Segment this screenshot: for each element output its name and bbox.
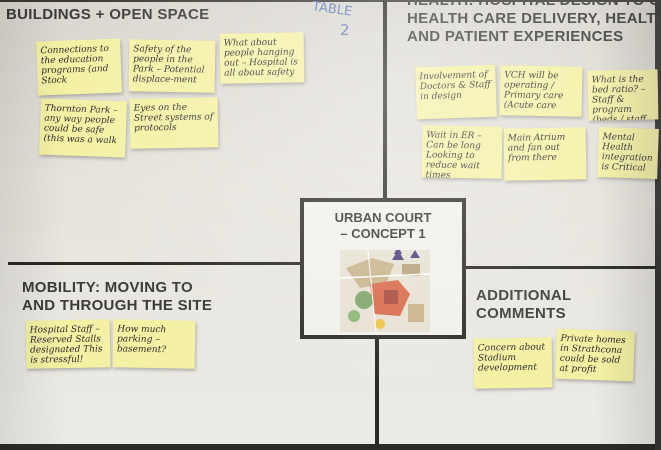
horizontal-divider-right (464, 266, 656, 269)
sticky-note: Mental Health integration is Critical (597, 126, 659, 180)
heading-mobility-line1: MOBILITY: MOVING TO (22, 279, 193, 296)
heading-buildings: BUILDINGS + OPEN SPACE (6, 6, 209, 24)
sticky-note: Eyes on the Street systems of protocols (129, 97, 219, 149)
heading-comments-line1: ADDITIONAL (476, 287, 572, 304)
heading-health-line3: AND PATIENT EXPERIENCES (407, 28, 624, 45)
vertical-divider-bottom (375, 338, 379, 446)
table-tag-word: TABLE (311, 0, 354, 20)
concept-panel: URBAN COURT – CONCEPT 1 (300, 198, 466, 339)
table-tag-number: 2 (340, 21, 350, 39)
heading-comments-line2: COMMENTS (476, 305, 566, 322)
concept-title-line2: – CONCEPT 1 (340, 226, 426, 241)
sticky-note: Safety of the people in the Park – Poten… (128, 39, 216, 93)
sticky-note: Concern about Stadium development (473, 337, 553, 389)
vertical-divider-top (383, 0, 387, 200)
heading-comments: ADDITIONAL COMMENTS (476, 287, 572, 323)
heading-buildings-text: BUILDINGS + OPEN SPACE (6, 6, 210, 23)
table-number-tag: TABLE 2 (311, 0, 354, 39)
sticky-note: Main Atrium and fan out from there (503, 127, 587, 181)
heading-health-line2: HEALTH CARE DELIVERY, HEALTH C (407, 10, 661, 27)
sticky-note: How much parking – basement? (112, 319, 196, 369)
heading-health: HEALTH: HOSPITAL DESIGN TO OP HEALTH CAR… (407, 0, 661, 46)
sticky-note: What about people hanging out – Hospital… (219, 32, 305, 84)
sticky-note: Involvement of Doctors & Staff in design (415, 64, 497, 120)
heading-health-line1: HEALTH: HOSPITAL DESIGN TO OP (407, 0, 661, 9)
sticky-note: What is the bed ratio? – Staff & program… (587, 69, 659, 121)
board-bottom-edge (0, 444, 661, 450)
horizontal-divider-left (8, 262, 302, 265)
sticky-note: Connections to the education programs (a… (36, 38, 122, 96)
sticky-note: Private homes in Strathcona could be sol… (555, 328, 635, 382)
heading-mobility-line2: AND THROUGH THE SITE (22, 297, 213, 314)
sticky-note: Thornton Park – any way people could be … (39, 98, 127, 158)
concept-title: URBAN COURT – CONCEPT 1 (304, 210, 462, 242)
heading-mobility: MOBILITY: MOVING TO AND THROUGH THE SITE (22, 279, 212, 315)
board-top-edge (0, 0, 661, 2)
site-plan-image (340, 250, 430, 332)
concept-title-line1: URBAN COURT (334, 210, 432, 225)
sticky-note: Hospital Staff – Reserved Stalls designa… (25, 319, 111, 369)
sticky-note: VCH will be operating / Primary care (Ac… (499, 65, 583, 117)
board-right-edge (655, 0, 661, 450)
sticky-note: Wait in ER – Can be long Looking to redu… (421, 125, 503, 179)
